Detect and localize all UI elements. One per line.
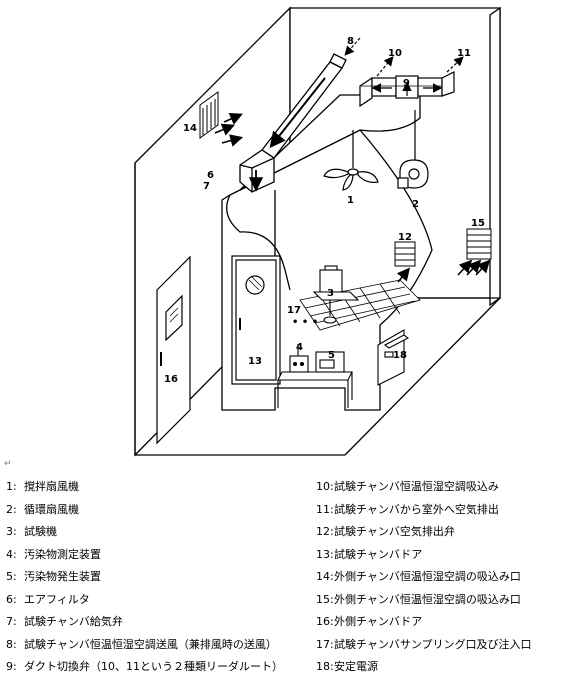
legend-item: 9: ダクト切換弁（10、11という２種類リーダルート） xyxy=(6,660,283,674)
legend-number: 4: xyxy=(6,547,17,561)
legend-number: 18: xyxy=(316,660,334,673)
outer-right-wall xyxy=(489,6,501,307)
stable-power-supply xyxy=(377,329,410,386)
callout-8: 8 xyxy=(347,36,354,47)
outer-intake-grille-14 xyxy=(199,91,219,139)
legend-text: 汚染物測定装置 xyxy=(24,547,101,561)
legend-item: 6: エアフィルタ xyxy=(6,593,90,607)
legend-item: 16:外側チャンバドア xyxy=(316,615,422,629)
legend-item: 11:試験チャンバから室外へ空気排出 xyxy=(316,503,499,517)
legend-text: 試験機 xyxy=(24,525,57,538)
legend-item: 7: 試験チャンバ給気弁 xyxy=(6,615,123,629)
legend-number: 6: xyxy=(6,592,17,606)
callout-1: 1 xyxy=(347,195,354,206)
legend-number: 5: xyxy=(6,570,17,583)
callout-2: 2 xyxy=(412,199,419,210)
legend-item: 14:外側チャンバ恒温恒湿空調の吸込み口 xyxy=(316,570,521,584)
legend-number: 8: xyxy=(6,637,17,651)
legend-item: 10:試験チャンバ恒温恒湿空調吸込み xyxy=(316,480,499,494)
callout-16: 16 xyxy=(164,374,178,385)
legend-text: エアフィルタ xyxy=(24,592,90,606)
legend-number: 7: xyxy=(6,615,17,628)
legend-item: 4: 汚染物測定装置 xyxy=(6,548,101,562)
test-machine xyxy=(312,265,360,324)
legend-text: 試験チャンバ給気弁 xyxy=(24,615,123,628)
legend-text: 試験チャンバサンプリング口及び注入口 xyxy=(334,637,532,651)
callout-14: 14 xyxy=(183,123,197,134)
exhaust-valve xyxy=(394,241,416,267)
legend-number: 16: xyxy=(316,615,334,628)
legend-text: 汚染物発生装置 xyxy=(24,570,101,583)
legend-number: 1: xyxy=(6,480,17,493)
callout-7: 7 xyxy=(203,181,210,192)
legend-number: 12: xyxy=(316,525,334,538)
callout-3: 3 xyxy=(327,288,334,299)
legend-text: ダクト切換弁（10、11という２種類リーダルート） xyxy=(24,660,283,673)
legend-text: 試験チャンバ恒温恒湿空調吸込み xyxy=(334,480,499,493)
legend-number: 11: xyxy=(316,502,334,516)
outer-intake-grille-15 xyxy=(466,228,492,260)
legend-number: 10: xyxy=(316,480,334,493)
paragraph-mark: ↵ xyxy=(4,459,12,469)
legend-item: 17:試験チャンバサンプリング口及び注入口 xyxy=(316,638,532,652)
callout-12: 12 xyxy=(398,232,412,243)
legend-number: 9: xyxy=(6,660,17,673)
legend-item: 8: 試験チャンバ恒温恒湿空調送風（兼排風時の送風） xyxy=(6,638,277,652)
callout-11: 11 xyxy=(457,48,471,59)
legend-text: 試験チャンバから室外へ空気排出 xyxy=(334,502,499,516)
legend-number: 15: xyxy=(316,592,334,606)
legend-text: 外側チャンバドア xyxy=(334,615,423,628)
legend-number: 14: xyxy=(316,570,334,583)
legend-text: 外側チャンバ恒温恒湿空調の吸込み口 xyxy=(334,570,521,583)
callout-9: 9 xyxy=(403,78,410,89)
legend-number: 17: xyxy=(316,637,334,651)
legend-number: 3: xyxy=(6,525,17,538)
circulation-fan xyxy=(397,110,429,189)
chamber-diagram: 1 2 3 4 5 6 7 8 9 10 11 12 13 14 15 16 1… xyxy=(134,6,501,457)
callout-13: 13 xyxy=(248,356,262,367)
legend-text: 安定電源 xyxy=(334,660,378,673)
legend-item: 5: 汚染物発生装置 xyxy=(6,570,101,584)
equipment-table xyxy=(277,344,353,408)
callout-18: 18 xyxy=(393,350,407,361)
legend-text: 試験チャンバ恒温恒湿空調送風（兼排風時の送風） xyxy=(24,637,277,651)
legend-text: 試験チャンバドア xyxy=(334,547,423,561)
legend-item: 12:試験チャンバ空気排出弁 xyxy=(316,525,455,539)
legend-text: 撹拌扇風機 xyxy=(24,480,79,493)
test-chamber-door xyxy=(231,255,281,385)
legend-item: 3: 試験機 xyxy=(6,525,57,539)
legend-item: 13:試験チャンバドア xyxy=(316,548,422,562)
callout-5: 5 xyxy=(328,350,335,361)
legend-text: 循環扇風機 xyxy=(24,502,79,516)
outer-chamber-door xyxy=(156,255,191,445)
legend-item: 1: 撹拌扇風機 xyxy=(6,480,79,494)
legend-number: 2: xyxy=(6,502,17,516)
legend-text: 試験チャンバ空気排出弁 xyxy=(334,525,455,538)
legend-item: 18:安定電源 xyxy=(316,660,378,674)
legend-text: 外側チャンバ恒温恒湿空調の吸込み口 xyxy=(334,592,521,606)
legend-item: 2: 循環扇風機 xyxy=(6,503,79,517)
sampling-port-dots: • • • xyxy=(292,317,318,328)
callout-4: 4 xyxy=(296,342,303,353)
legend-number: 13: xyxy=(316,547,334,561)
callout-17: 17 xyxy=(287,305,301,316)
inner-chamber-top xyxy=(239,94,421,191)
callout-6: 6 xyxy=(207,170,214,181)
legend-item: 15:外側チャンバ恒温恒湿空調の吸込み口 xyxy=(316,593,521,607)
stirring-fan xyxy=(323,130,379,191)
callout-10: 10 xyxy=(388,48,402,59)
callout-15: 15 xyxy=(471,218,485,229)
